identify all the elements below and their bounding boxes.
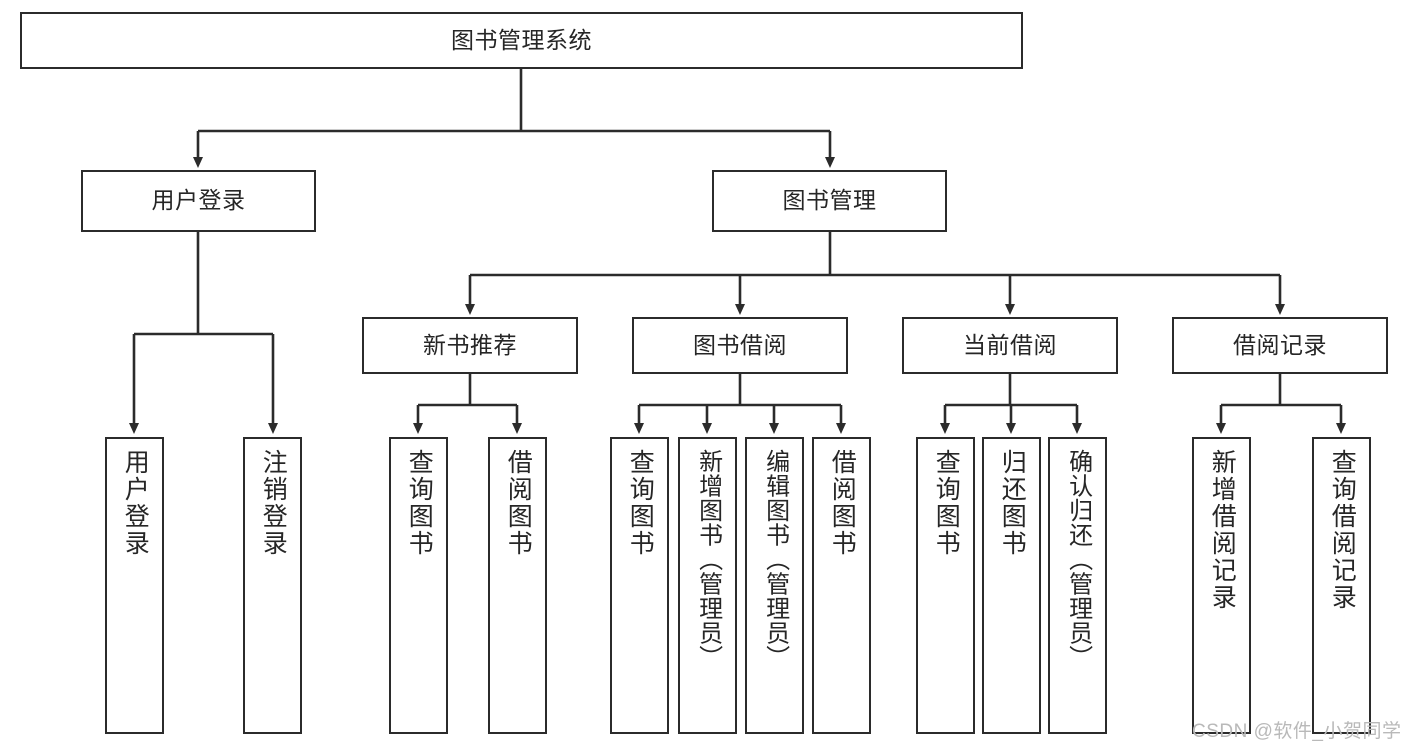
node-label-current-borrow: 当前借阅 <box>963 331 1057 358</box>
node-borrow-record[interactable]: 借阅记录 <box>1172 317 1388 374</box>
node-leaf-logout-login[interactable]: 注销登录 <box>243 437 302 734</box>
node-root[interactable]: 图书管理系统 <box>20 12 1023 69</box>
node-label-leaf-add-book: 新增图书（管理员） <box>694 449 722 670</box>
node-label-user-login: 用户登录 <box>151 187 246 214</box>
node-label-root: 图书管理系统 <box>451 26 592 53</box>
node-label-borrow-record: 借阅记录 <box>1233 331 1327 358</box>
node-leaf-query-book-1[interactable]: 查询图书 <box>389 437 448 734</box>
node-label-leaf-logout-login: 注销登录 <box>259 449 288 557</box>
node-new-book-recommend[interactable]: 新书推荐 <box>362 317 578 374</box>
node-label-leaf-add-borrow-record: 新增借阅记录 <box>1208 449 1237 611</box>
node-label-new-book-recommend: 新书推荐 <box>423 331 517 358</box>
node-leaf-borrow-book-2[interactable]: 借阅图书 <box>812 437 871 734</box>
node-leaf-return-book[interactable]: 归还图书 <box>982 437 1041 734</box>
node-label-leaf-query-book-1: 查询图书 <box>405 449 434 557</box>
node-user-login[interactable]: 用户登录 <box>81 170 316 232</box>
node-current-borrow[interactable]: 当前借阅 <box>902 317 1118 374</box>
node-label-book-manage: 图书管理 <box>782 187 877 214</box>
node-leaf-user-login[interactable]: 用户登录 <box>105 437 164 734</box>
node-book-borrow[interactable]: 图书借阅 <box>632 317 848 374</box>
node-label-leaf-borrow-book-2: 借阅图书 <box>828 449 857 557</box>
node-leaf-query-book-2[interactable]: 查询图书 <box>610 437 669 734</box>
node-label-leaf-edit-book: 编辑图书（管理员） <box>761 449 789 670</box>
node-leaf-confirm-return[interactable]: 确认归还（管理员） <box>1048 437 1107 734</box>
node-leaf-query-book-3[interactable]: 查询图书 <box>916 437 975 734</box>
node-label-leaf-confirm-return: 确认归还（管理员） <box>1064 449 1092 670</box>
node-leaf-add-borrow-record[interactable]: 新增借阅记录 <box>1192 437 1251 734</box>
node-label-leaf-return-book: 归还图书 <box>998 449 1027 557</box>
node-label-leaf-query-book-2: 查询图书 <box>626 449 655 557</box>
node-label-leaf-query-borrow-record: 查询借阅记录 <box>1328 449 1357 611</box>
node-leaf-add-book[interactable]: 新增图书（管理员） <box>678 437 737 734</box>
node-label-leaf-borrow-book-1: 借阅图书 <box>504 449 533 557</box>
node-leaf-borrow-book-1[interactable]: 借阅图书 <box>488 437 547 734</box>
node-label-leaf-user-login: 用户登录 <box>121 449 150 557</box>
node-book-manage[interactable]: 图书管理 <box>712 170 947 232</box>
connectors-root <box>129 69 1346 434</box>
node-leaf-query-borrow-record[interactable]: 查询借阅记录 <box>1312 437 1371 734</box>
node-label-leaf-query-book-3: 查询图书 <box>932 449 961 557</box>
node-label-book-borrow: 图书借阅 <box>693 331 787 358</box>
node-leaf-edit-book[interactable]: 编辑图书（管理员） <box>745 437 804 734</box>
